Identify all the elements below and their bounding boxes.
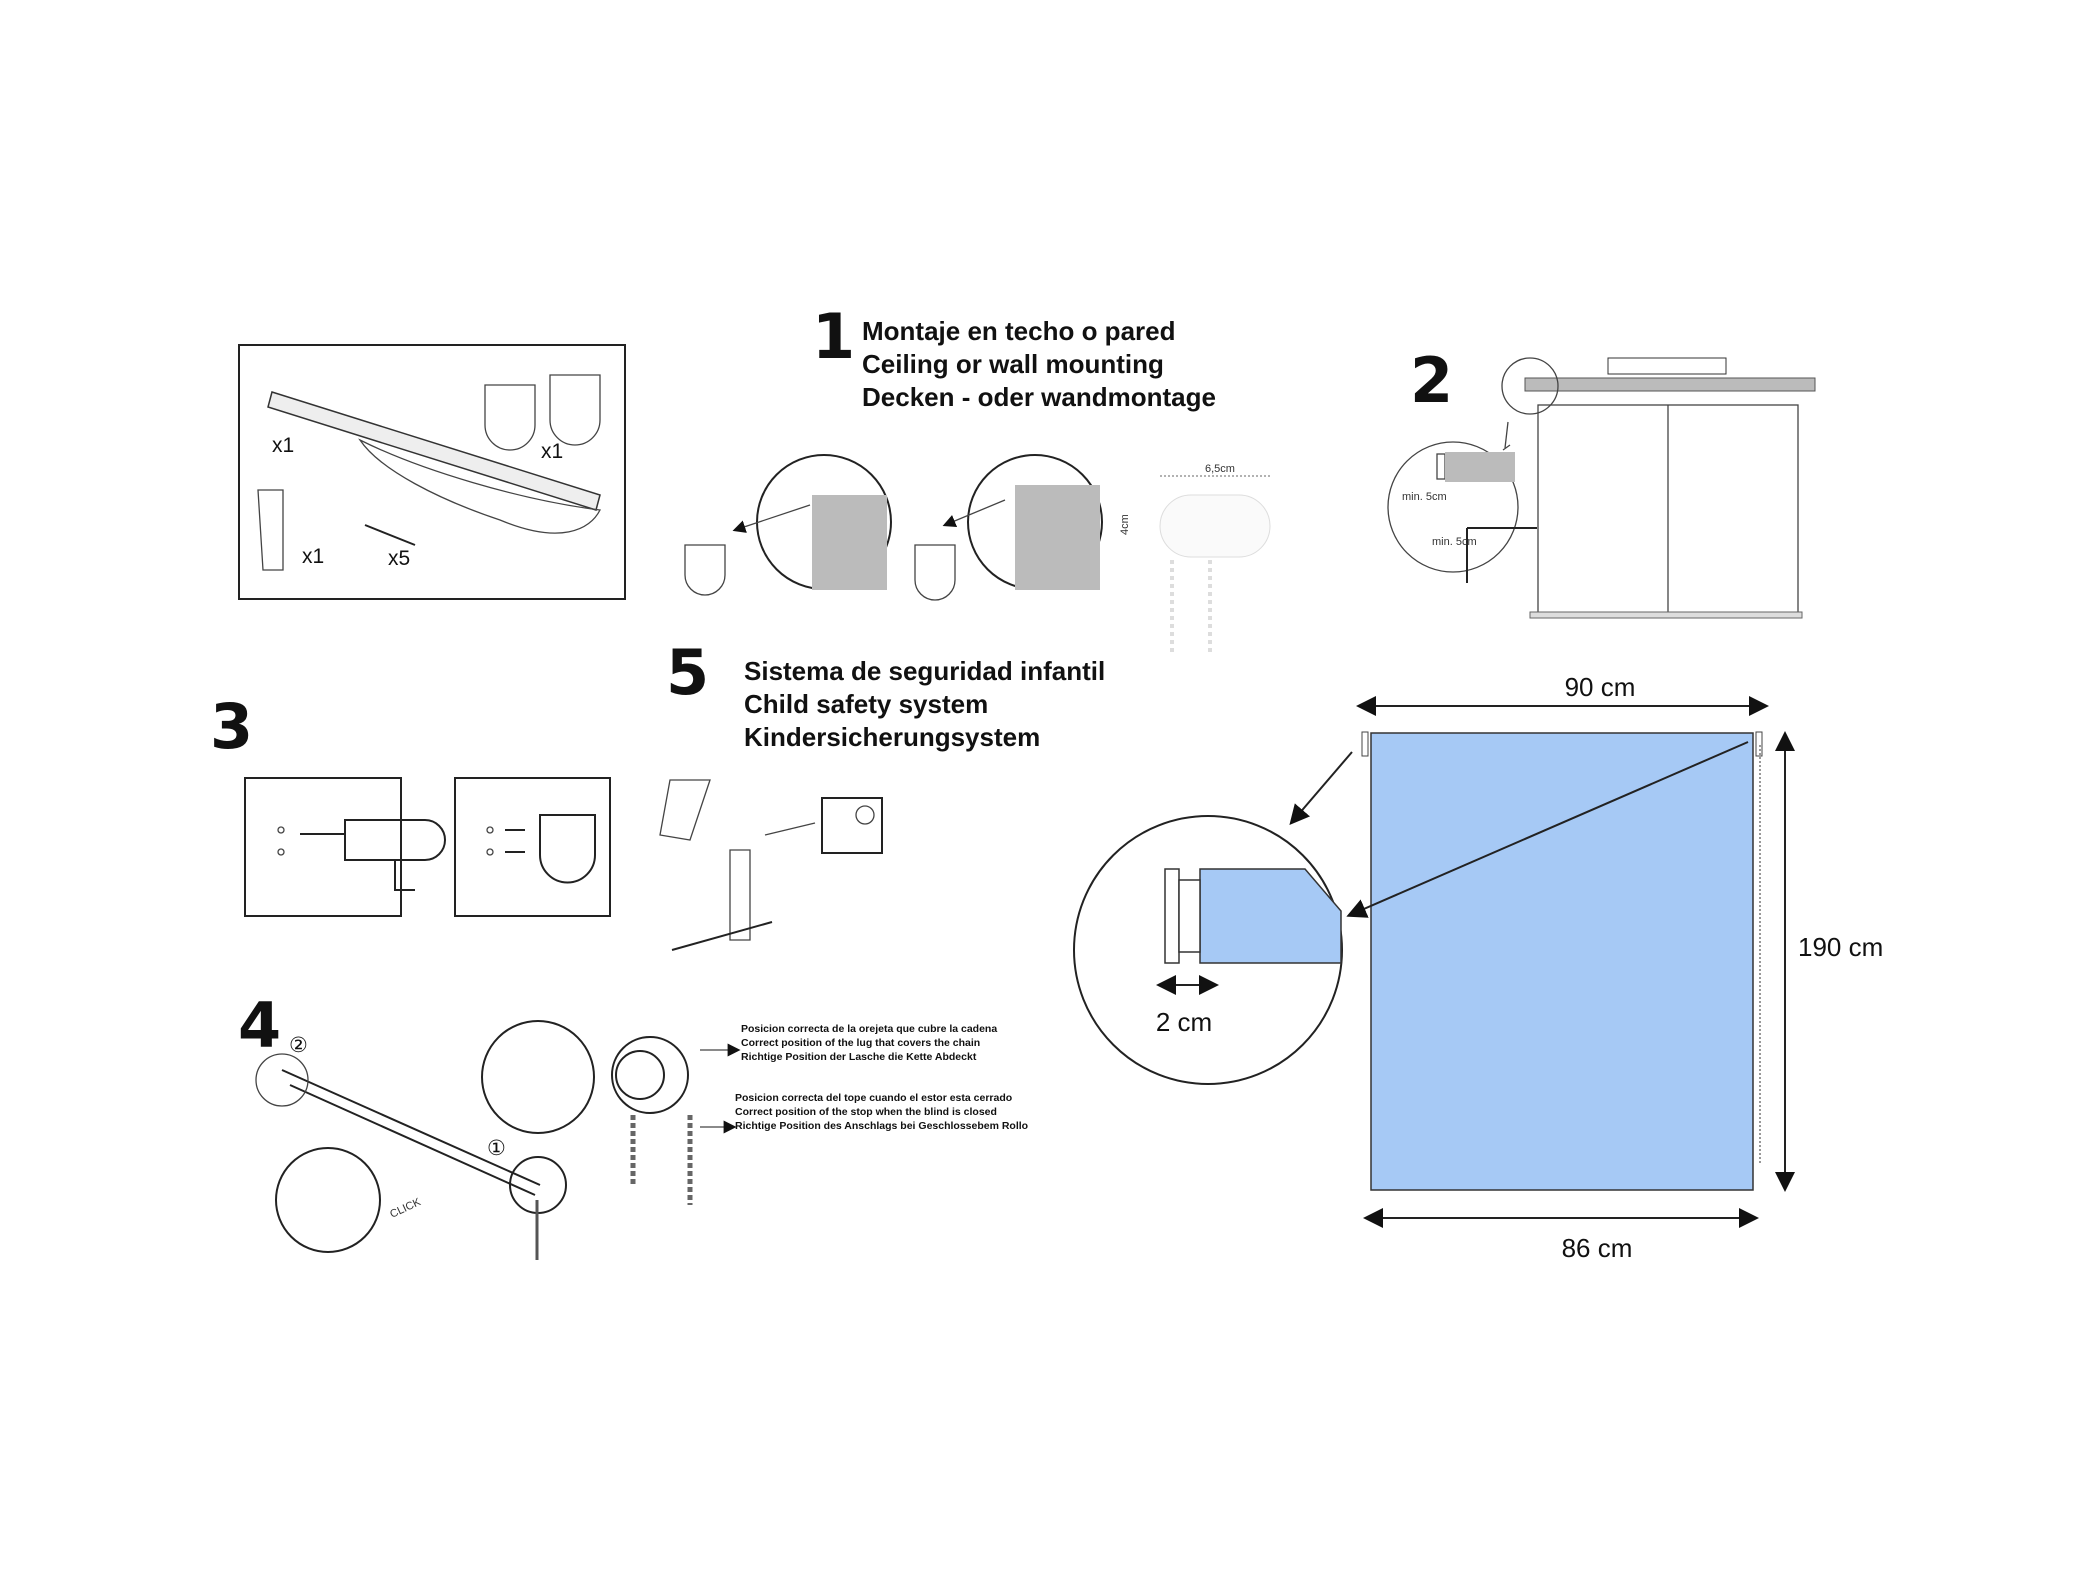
bracket-icon [484,384,536,451]
step-5-illustration [659,779,883,951]
cap-width-label: 6,5cm [1205,463,1235,475]
step-5-title-en: Child safety system [744,689,988,719]
click-label: CLICK [388,1196,423,1221]
note-lug-de: Richtige Position der Lasche die Kette A… [741,1051,977,1063]
step-2-illustration: min. 5cm min. 5cm [1387,357,1816,619]
rail-quantity: x1 [272,434,294,457]
spirit-level-icon [1607,357,1727,375]
min-vertical-clearance-label: min. 5cm [1402,491,1447,503]
marker-2: ② [289,1034,308,1057]
note-lug-es: Posicion correcta de la orejeta que cubr… [741,1023,997,1035]
step-4-number: 4 [238,989,281,1062]
step-1-title-de: Decken - oder wandmontage [862,382,1216,412]
child-safety-warning-icon [821,797,883,854]
cap-height-label: 4cm [1119,514,1131,535]
note-stop-es: Posicion correcta del tope cuando el est… [735,1092,1012,1104]
step-3-illustration [244,777,611,917]
min-horizontal-clearance-label: min. 5cm [1432,536,1477,548]
parts-box: x1 x1 x1 x5 [238,344,626,600]
step-2-number: 2 [1410,344,1453,417]
step-1-title-en: Ceiling or wall mounting [862,349,1164,379]
bracket-offset-label: 2 cm [1156,1007,1212,1037]
clip-quantity: x1 [302,545,324,568]
top-width-label: 90 cm [1565,672,1636,702]
step-1-number: 1 [812,300,855,373]
marker-1: ① [487,1137,506,1160]
chain-icon [358,438,601,534]
drill-icon [300,819,446,891]
screw-icon [364,524,416,546]
screw-icon [671,921,773,951]
blind-fabric [1370,732,1754,1191]
clip-icon [257,489,284,571]
note-stop-en: Correct position of the stop when the bl… [735,1106,997,1118]
blind-dimensions: 90 cm 190 cm 86 cm 2 cm [1073,672,1883,1263]
step-1-title-es: Montaje en techo o pared [862,316,1176,346]
bottom-width-label: 86 cm [1562,1233,1633,1263]
note-stop-de: Richtige Position des Anschlags bei Gesc… [735,1120,1028,1132]
step-5-title-es: Sistema de seguridad infantil [744,656,1105,686]
screw-quantity: x5 [388,547,410,570]
step-1-illustration: 6,5cm 4cm [684,454,1271,655]
height-label: 190 cm [1798,932,1883,962]
step-5-title-de: Kindersicherungsystem [744,722,1040,752]
step-4-illustration: ② ① CLICK [255,1020,741,1260]
step-5-number: 5 [666,636,709,709]
step-3-number: 3 [210,690,253,763]
bracket-quantity: x1 [541,440,563,463]
chain-stop-icon [611,1036,689,1114]
note-lug-en: Correct position of the lug that covers … [741,1037,980,1049]
